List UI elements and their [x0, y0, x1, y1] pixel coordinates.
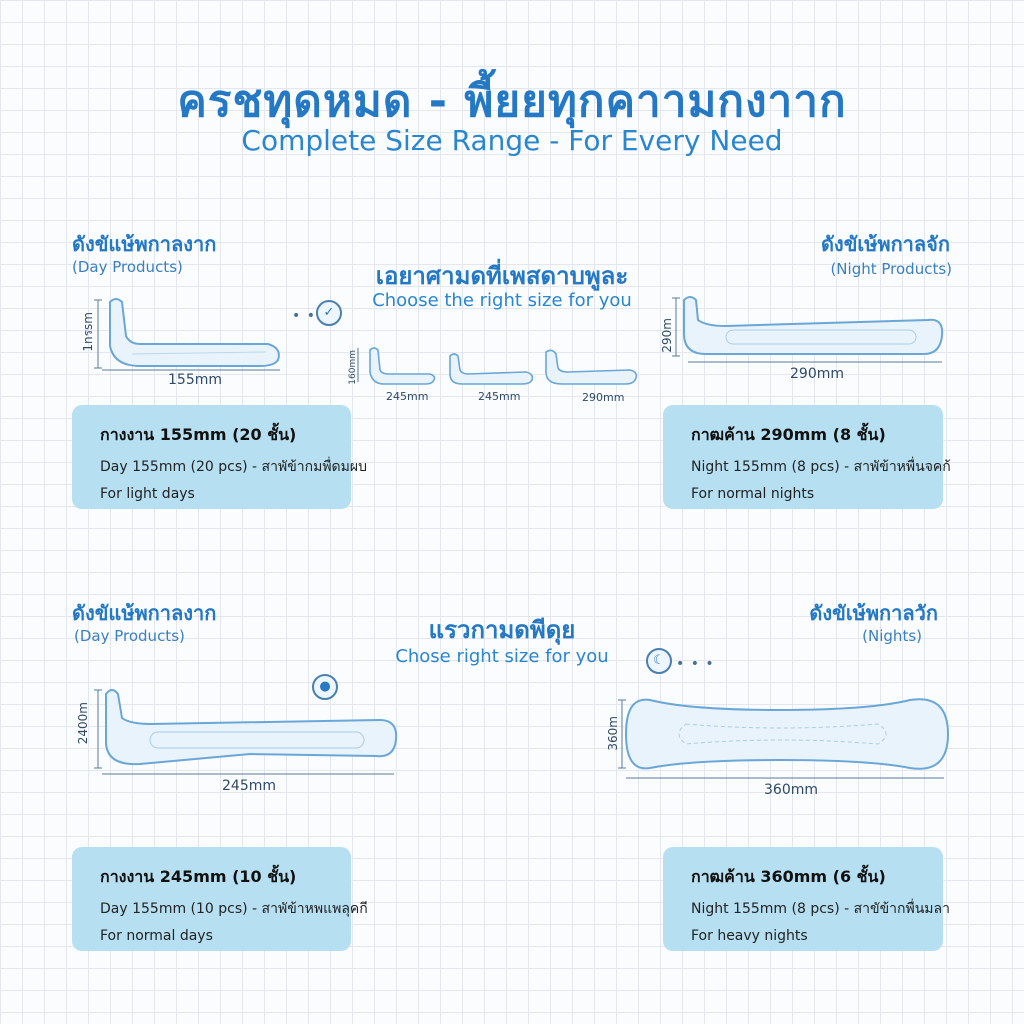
section-heading-day-english-2: (Day Products): [74, 627, 185, 645]
small-size-label-2: 245mm: [478, 390, 521, 403]
width-label-245: 245mm: [222, 778, 276, 794]
product-card-day-245: กางงาน 245mm (10 ชั้น) Day 155mm (10 pcs…: [72, 847, 368, 951]
pad-illustration-night-290: [672, 296, 944, 363]
card-description: Night 155mm (8 pcs) - สาขัข้ากพื่นมลา: [691, 901, 950, 917]
width-label-290: 290mm: [790, 366, 844, 382]
product-card-night-360: กาฒค้าน 360mm (6 ชั้น) Night 155mm (8 pc…: [663, 847, 950, 951]
card-usage: For normal days: [100, 928, 213, 944]
pad-illustration-night-360: [618, 698, 950, 779]
pad-illustration-day-245: [94, 689, 398, 775]
center-heading-thai-2: แรวกามดพีดุย: [428, 616, 576, 644]
size-comparison-illustrations: [357, 347, 638, 385]
card-title: กาฒค้าน 290mm (8 ชั้น): [691, 425, 886, 444]
center-heading-thai: เอยาศามดที่เพสดาบพูละ: [375, 262, 629, 290]
card-description: Night 155mm (8 pcs) - สาพัข้าหพื่นจคก้: [691, 459, 951, 475]
pad-illustration-day-155: [94, 298, 280, 371]
center-heading-english: Choose the right size for you: [372, 290, 632, 311]
product-card-day-155: กางงาน 155mm (20 ชั้น) Day 155mm (20 pcs…: [72, 405, 367, 509]
card-usage: For light days: [100, 486, 195, 502]
page-title-thai: ครชทุดหมด - พี้ยยทุกคาามกงาาก: [177, 76, 847, 127]
dots-decoration-2: • • •: [676, 656, 715, 672]
check-badge-icon: ✓: [316, 300, 342, 326]
card-description: Day 155mm (10 pcs) - สาพัข้าหพแพลุคกี: [100, 901, 368, 917]
height-label-245: 2400m: [76, 702, 90, 745]
section-heading-night-thai-2: ดังขัเษ้พกาลวัก: [809, 601, 938, 625]
section-heading-day-thai: ดังขัแษ้พกาลงาก: [72, 232, 217, 256]
section-heading-day-english: (Day Products): [72, 258, 183, 276]
moon-badge-icon: ☾: [646, 648, 672, 674]
small-size-label-1: 245mm: [386, 390, 429, 403]
card-title: กางงาน 155mm (20 ชั้น): [100, 425, 297, 444]
card-title: กางงาน 245mm (10 ชั้น): [100, 867, 297, 886]
center-heading-english-2: Chose right size for you: [395, 646, 609, 667]
height-label-155: 1nรsm: [81, 312, 95, 352]
card-description: Day 155mm (20 pcs) - สาพัข้ากมพื่ดมผบ: [100, 459, 367, 475]
page-title-english: Complete Size Range - For Every Need: [241, 124, 783, 157]
section-heading-night-english: (Night Products): [830, 260, 952, 278]
product-card-night-290: กาฒค้าน 290mm (8 ชั้น) Night 155mm (8 pc…: [663, 405, 951, 509]
height-label-290: 290m: [660, 318, 674, 353]
small-size-label-3: 290mm: [582, 391, 625, 404]
card-title: กาฒค้าน 360mm (6 ชั้น): [691, 867, 886, 886]
height-label-360: 360m: [606, 716, 620, 751]
width-label-155: 155mm: [168, 372, 222, 388]
small-height-label: 160mm: [348, 350, 358, 385]
card-usage: For normal nights: [691, 486, 815, 502]
section-heading-day-thai-2: ดังขัแษ้พกาลงาก: [72, 601, 217, 625]
width-label-360: 360mm: [764, 782, 818, 798]
card-usage: For heavy nights: [691, 928, 808, 944]
section-heading-night-english-2: (Nights): [862, 627, 922, 645]
section-heading-night-thai: ดังขัเษ้พกาลจัก: [820, 232, 950, 256]
drop-badge-icon: ●: [312, 674, 338, 700]
